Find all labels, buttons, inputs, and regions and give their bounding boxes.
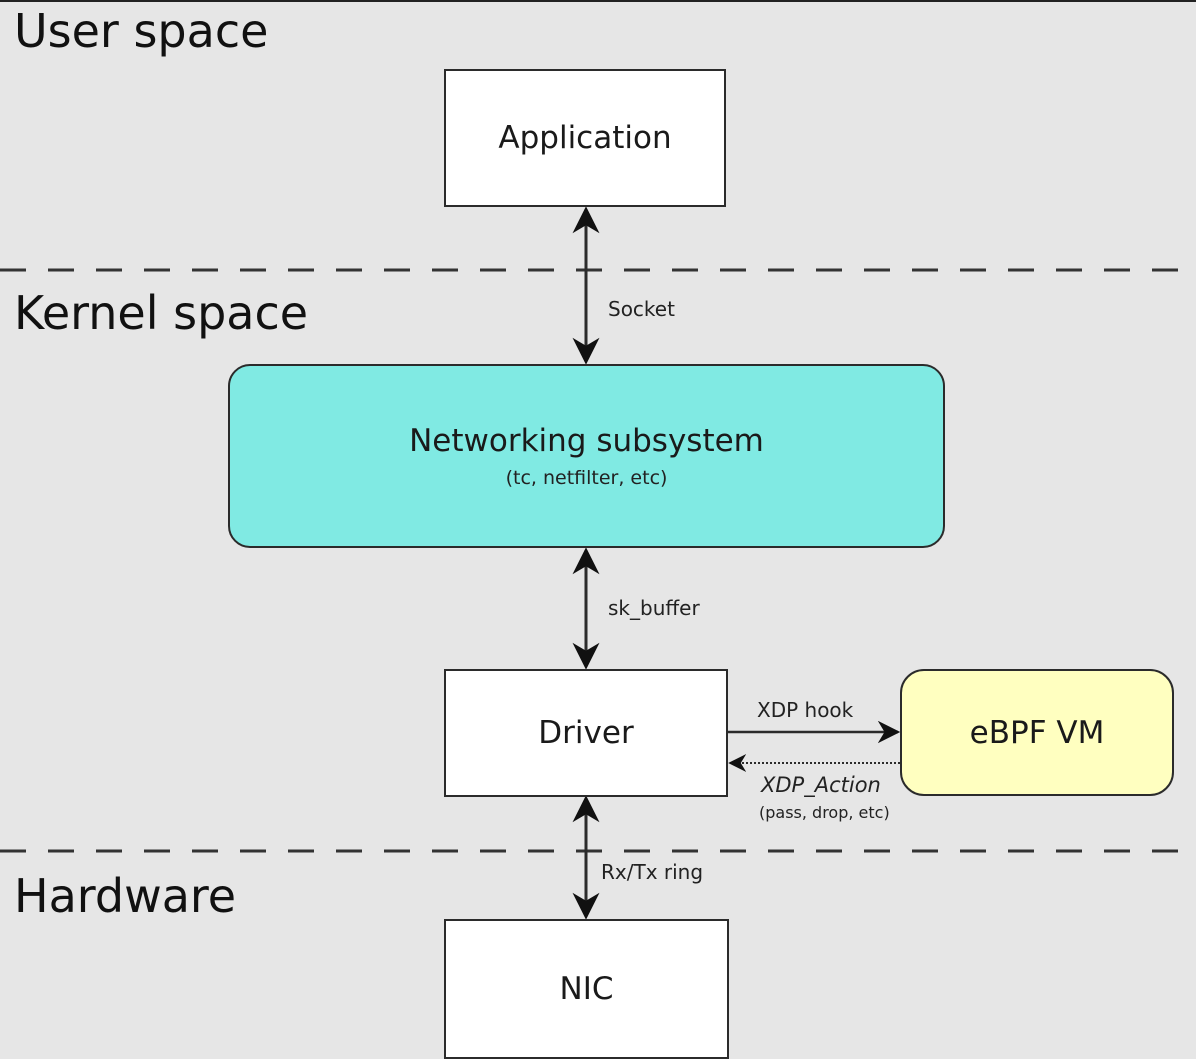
node-application: Application xyxy=(444,69,726,207)
node-ebpf-label: eBPF VM xyxy=(969,714,1105,751)
edge-label-rx-tx-ring: Rx/Tx ring xyxy=(601,860,704,884)
edge-label-xdp-action: XDP_Action xyxy=(761,773,881,797)
edge-label-socket: Socket xyxy=(608,297,675,321)
node-nic: NIC xyxy=(444,919,729,1059)
node-networking-sublabel: (tc, netfilter, etc) xyxy=(505,467,668,489)
edge-label-xdp-action-sub: (pass, drop, etc) xyxy=(759,803,890,822)
node-nic-label: NIC xyxy=(559,971,614,1007)
node-networking-subsystem: Networking subsystem (tc, netfilter, etc… xyxy=(228,364,945,548)
edge-label-xdp-hook: XDP hook xyxy=(757,698,854,722)
zone-label-user-space: User space xyxy=(14,4,269,58)
zone-label-hardware: Hardware xyxy=(14,869,237,923)
node-ebpf-vm: eBPF VM xyxy=(900,669,1174,796)
node-driver-label: Driver xyxy=(538,715,634,751)
node-application-label: Application xyxy=(498,120,672,156)
zone-label-kernel-space: Kernel space xyxy=(14,286,309,340)
edge-label-sk-buffer: sk_buffer xyxy=(608,596,700,620)
node-driver: Driver xyxy=(444,669,728,797)
node-networking-label: Networking subsystem xyxy=(409,423,764,459)
top-border xyxy=(0,0,1196,2)
